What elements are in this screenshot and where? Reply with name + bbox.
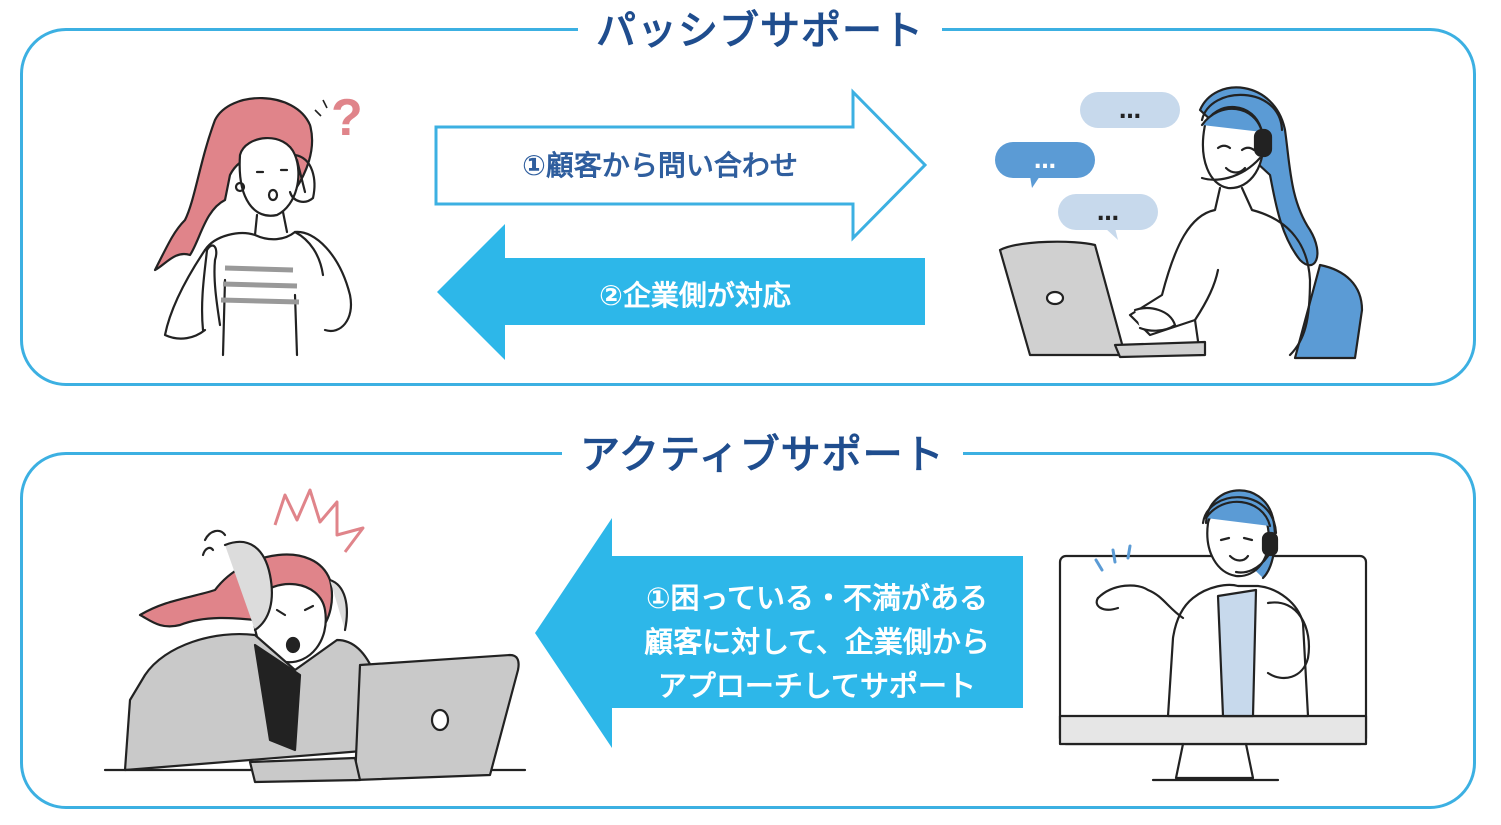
chat-bubbles: … … … <box>995 92 1180 240</box>
stressed-customer-illustration <box>103 488 527 784</box>
approach-line: 顧客に対して、企業側から <box>644 625 990 659</box>
inquiry-label: ①顧客から問い合わせ <box>522 149 798 182</box>
confused-customer-illustration: ? <box>153 89 363 357</box>
bubble-ellipsis: … <box>1119 99 1141 124</box>
response-label: ②企業側が対応 <box>599 279 791 312</box>
approach-line: ①困っている・不満がある <box>645 581 989 615</box>
active-support-title: アクティブサポート <box>562 430 963 480</box>
online-operator-illustration <box>1058 489 1368 782</box>
response-arrow <box>437 224 925 360</box>
approach-arrow <box>535 518 1023 748</box>
bubble-ellipsis: … <box>1034 149 1056 174</box>
passive-support-title: パッシブサポート <box>578 6 942 56</box>
approach-line: アプローチしてサポート <box>657 669 977 703</box>
stress-mark <box>273 488 365 553</box>
approach-label: ①困っている・不満がある 顧客に対して、企業側から アプローチしてサポート <box>612 576 1022 708</box>
question-mark: ? <box>331 89 363 147</box>
bubble-ellipsis: … <box>1097 201 1119 226</box>
inquiry-arrow <box>434 88 928 242</box>
operator-illustration: … … … <box>995 86 1364 360</box>
